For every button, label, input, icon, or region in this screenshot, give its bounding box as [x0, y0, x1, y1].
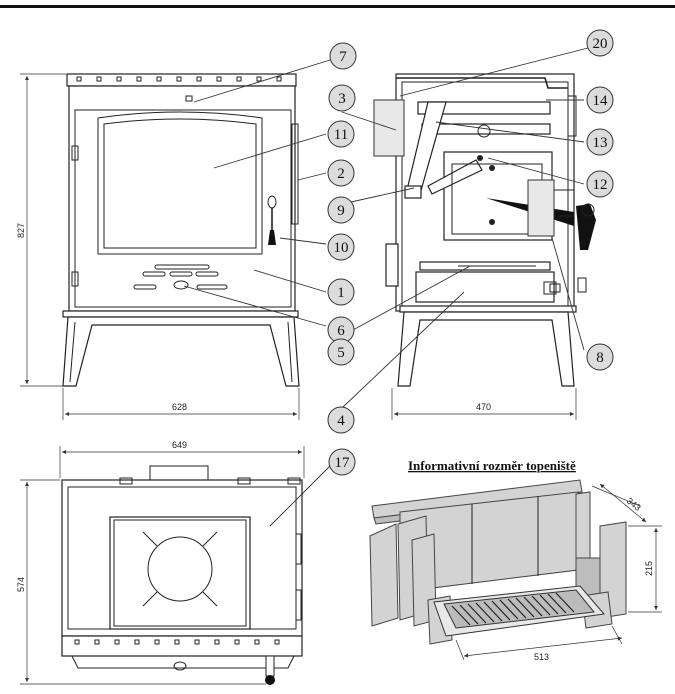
- callout-9: 9: [327, 196, 355, 224]
- top-width-dimension: 649: [172, 440, 187, 450]
- firebox-depth-dimension: 343: [625, 496, 643, 513]
- firebox-height-dimension: 215: [644, 561, 654, 576]
- svg-text:17: 17: [335, 455, 351, 471]
- svg-text:10: 10: [334, 240, 349, 256]
- front-height-dimension: 827: [16, 223, 26, 238]
- callout-1: 1: [327, 278, 355, 306]
- callout-6: 5: [327, 338, 355, 366]
- svg-text:8: 8: [596, 350, 604, 366]
- top-view: [61, 465, 303, 685]
- callout-17: 17: [328, 448, 356, 476]
- firebox-diagram: [369, 479, 627, 645]
- callout-12: 12: [586, 170, 614, 198]
- callout-20: 20: [586, 29, 614, 57]
- svg-text:3: 3: [338, 91, 346, 107]
- callout-7: 6: [327, 316, 355, 344]
- side-dimensions: 470: [391, 388, 577, 420]
- callout-13: 13: [586, 128, 614, 156]
- svg-text:7: 7: [339, 49, 347, 65]
- firebox-width-dimension: 513: [534, 652, 549, 662]
- callout-11: 11: [327, 120, 355, 148]
- svg-text:14: 14: [593, 93, 609, 109]
- svg-text:9: 9: [337, 203, 345, 219]
- svg-text:1: 1: [337, 285, 345, 301]
- svg-text:20: 20: [593, 36, 608, 52]
- top-depth-dimension: 574: [16, 577, 26, 592]
- callout-14: 14: [586, 86, 614, 114]
- svg-text:11: 11: [334, 127, 348, 143]
- svg-text:13: 13: [593, 135, 608, 151]
- front-width-dimension: 628: [172, 402, 187, 412]
- callout-3: 3: [328, 84, 356, 112]
- callout-10: 10: [327, 233, 355, 261]
- svg-text:2: 2: [337, 166, 345, 182]
- svg-text:4: 4: [337, 413, 345, 429]
- callout-2: 2: [327, 159, 355, 187]
- svg-text:6: 6: [337, 323, 345, 339]
- firebox-title: Informativní rozměr topeniště: [408, 458, 576, 473]
- callout-8: 7: [329, 42, 357, 70]
- side-depth-dimension: 470: [476, 402, 491, 412]
- callout-5: 8: [586, 343, 614, 371]
- front-view: [62, 73, 300, 387]
- top-border-line: [0, 5, 675, 8]
- svg-text:12: 12: [593, 177, 608, 193]
- top-dimensions: 649 574: [16, 440, 305, 685]
- front-dimensions: 827 628: [16, 73, 300, 420]
- callout-leaders: [183, 47, 589, 527]
- callout-4: 4: [327, 406, 355, 434]
- side-section-view: [373, 73, 596, 387]
- svg-text:5: 5: [337, 345, 345, 361]
